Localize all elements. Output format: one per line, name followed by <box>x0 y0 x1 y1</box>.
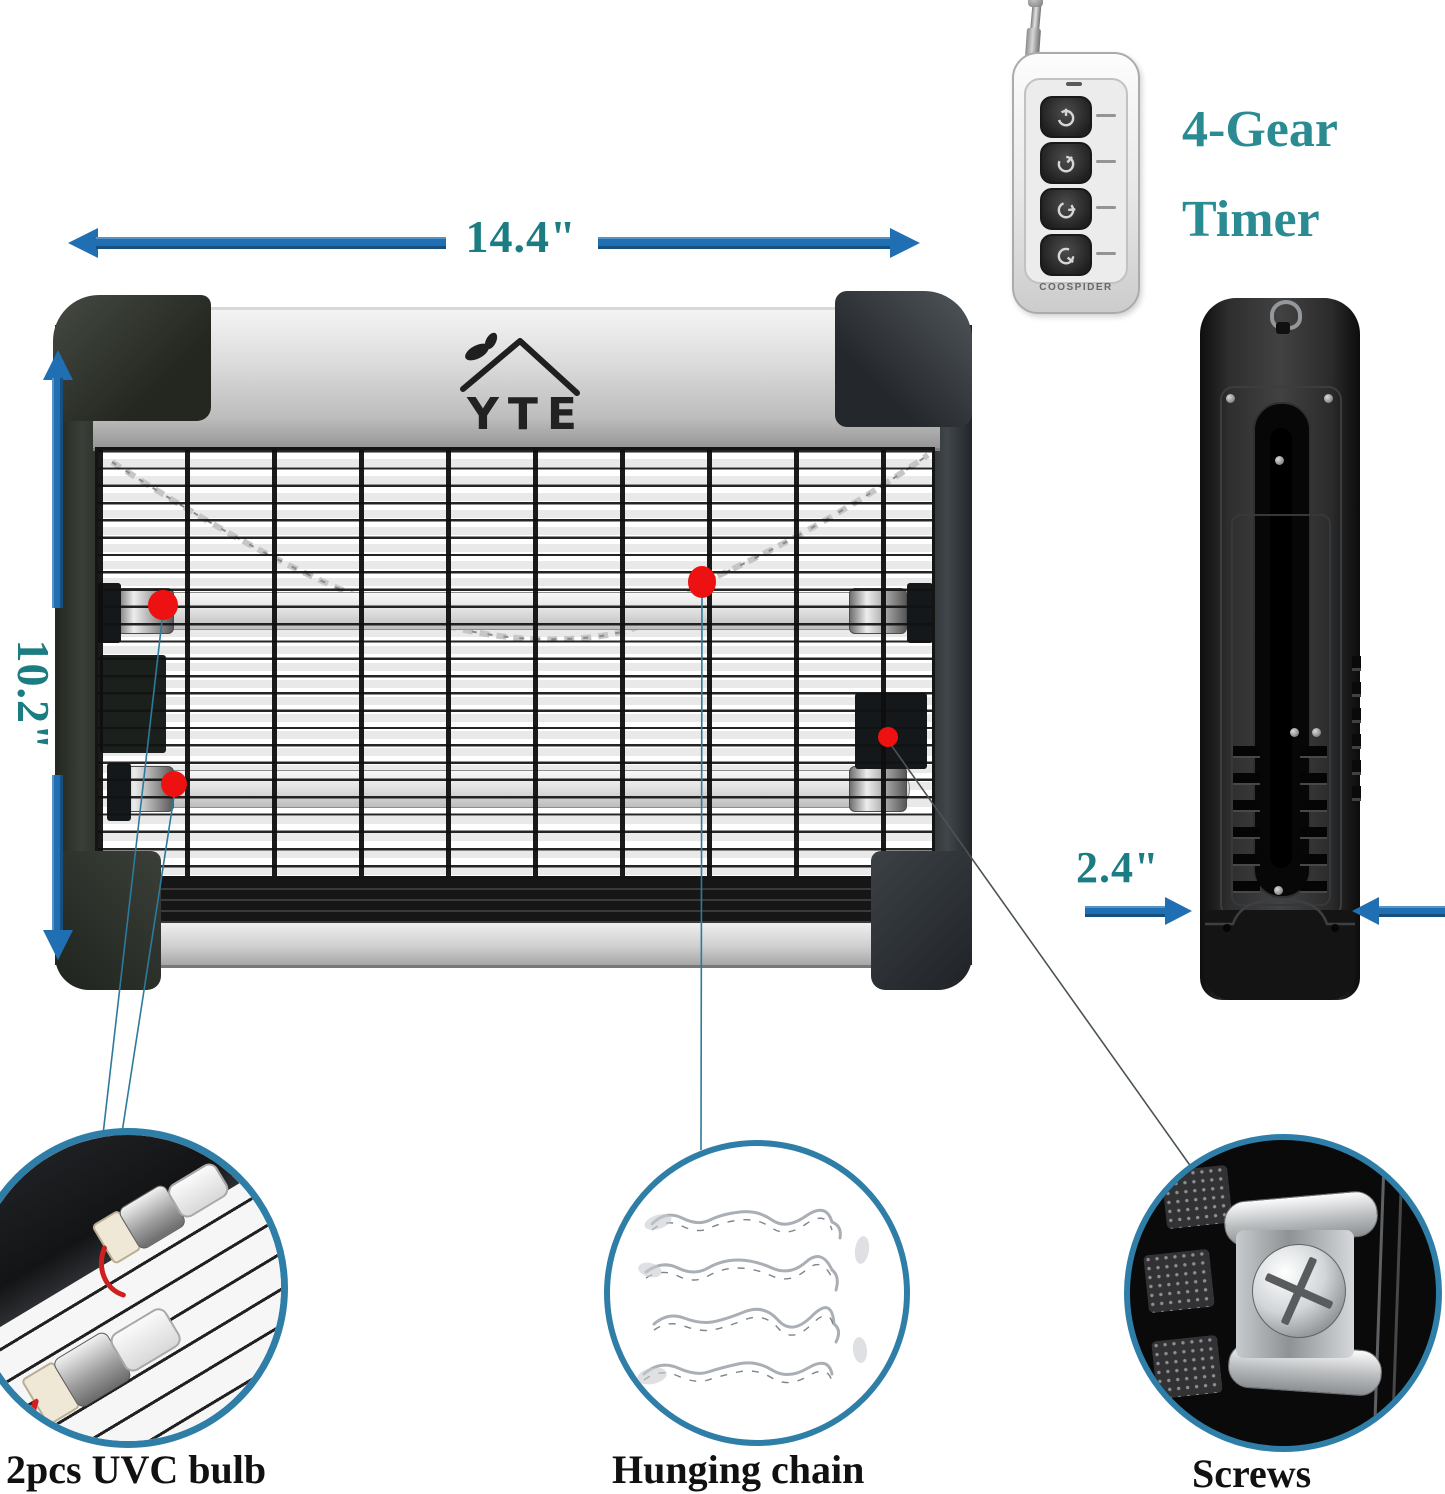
corner-cap-top-right <box>835 291 972 427</box>
inset-circle-chain <box>604 1140 910 1446</box>
side-bottom-seam <box>1205 898 1355 932</box>
callout-dot-screws <box>878 727 898 747</box>
width-arrow-bar-left <box>96 237 446 249</box>
screw-dot <box>1275 456 1284 465</box>
timer-title-line2: Timer <box>1182 191 1320 248</box>
label-chain: Hunging chain <box>612 1447 865 1492</box>
width-arrow-bar-right <box>598 237 890 249</box>
label-screws: Screws <box>1192 1451 1312 1494</box>
power-icon <box>1057 201 1076 219</box>
vent-slats-left <box>1233 746 1260 908</box>
top-silver-panel <box>93 307 940 451</box>
callout-dot-bulb-top <box>148 590 178 620</box>
height-arrow-bar-bottom <box>52 775 63 930</box>
product-front-view: YTE <box>53 291 972 990</box>
inset-circle-screws <box>1124 1134 1442 1452</box>
depth-arrow-bar-left <box>1085 906 1165 917</box>
mesh-patch <box>1151 1334 1223 1400</box>
callout-dot-chain <box>688 566 716 598</box>
brand-logo: YTE <box>460 332 586 440</box>
grid-wire <box>1391 1156 1404 1426</box>
bottom-rail <box>95 879 935 923</box>
remote-control: COOSPIDER <box>1012 0 1140 314</box>
remote-antenna-tip <box>1028 0 1043 7</box>
depth-arrow-bar-right <box>1379 906 1445 917</box>
corner-cap-top-left <box>53 295 211 421</box>
screw-dot <box>1324 394 1333 403</box>
width-dimension-label: 14.4" <box>465 211 577 262</box>
side-grip-ridges <box>1352 656 1361 806</box>
side-handle-slot-core <box>1270 428 1292 868</box>
width-arrowhead-left <box>68 228 98 258</box>
side-panel-outline <box>1231 514 1331 906</box>
remote-button-3 <box>1040 188 1092 230</box>
height-dimension-label: 10.2" <box>8 639 59 751</box>
remote-indicator <box>1066 82 1082 86</box>
timer-title-line1: 4-Gear <box>1182 101 1338 158</box>
inset-circle-uvc-bulbs <box>0 1128 288 1448</box>
screw-dot <box>1274 886 1283 895</box>
remote-button-4 <box>1040 234 1092 276</box>
power-icon <box>1057 155 1075 173</box>
red-wire <box>29 1398 69 1441</box>
screw-dot <box>1226 394 1235 403</box>
power-icon <box>1057 108 1075 127</box>
remote-button-label <box>1096 160 1116 163</box>
power-icon <box>1057 247 1075 265</box>
leaf-icon <box>465 343 489 361</box>
bottom-silver-tray <box>87 923 943 968</box>
mesh-patch <box>1161 1164 1233 1230</box>
product-side-view <box>1200 298 1361 1000</box>
depth-arrowhead-left <box>1165 897 1192 925</box>
chain-sketch <box>637 1208 870 1385</box>
remote-button-label <box>1096 206 1116 209</box>
remote-button-1 <box>1040 96 1092 138</box>
ring-mount <box>1276 322 1290 334</box>
screw-dot <box>1290 728 1299 737</box>
screw-head <box>1252 1244 1346 1338</box>
electric-grid <box>95 447 935 879</box>
height-arrowhead-top <box>43 350 73 380</box>
red-wire <box>98 1245 126 1298</box>
corner-cap-bottom-left <box>55 851 161 990</box>
callout-dot-bulb-bottom <box>161 771 187 797</box>
remote-button-2 <box>1040 142 1092 184</box>
height-arrow-bar-top <box>52 378 63 608</box>
remote-brand-text: COOSPIDER <box>1039 282 1113 293</box>
depth-dimension-label: 2.4" <box>1076 843 1160 892</box>
remote-button-label <box>1096 114 1116 117</box>
mesh-patch <box>1143 1248 1215 1314</box>
label-uvc-bulb: 2pcs UVC bulb <box>6 1447 267 1492</box>
remote-button-label <box>1096 252 1116 255</box>
screw-dot <box>1312 728 1321 737</box>
vent-slats-right <box>1300 746 1327 908</box>
brand-logo-text: YTE <box>466 389 586 440</box>
depth-arrowhead-right <box>1352 897 1379 925</box>
corner-cap-bottom-right <box>871 851 972 990</box>
uvc-closeup <box>0 1135 281 1441</box>
width-arrowhead-right <box>890 228 920 258</box>
height-arrowhead-bottom <box>43 930 73 960</box>
